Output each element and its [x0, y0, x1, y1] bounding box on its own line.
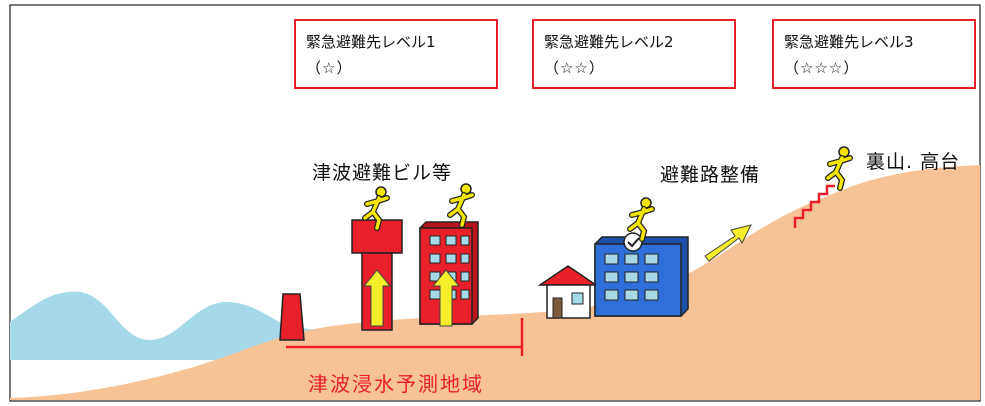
evacuation-route-label: 避難路整備	[660, 164, 761, 186]
checkmark-icon	[623, 232, 643, 252]
stairs-icon	[793, 184, 835, 228]
evacuation-office-building	[594, 198, 689, 317]
tsunami-building-label: 津波避難ビル等	[312, 162, 453, 184]
running-person-icon	[450, 184, 472, 225]
level-stars: （☆）	[306, 59, 353, 77]
evacuation-level-2-box: 緊急避難先レベル2 （☆☆）	[532, 19, 736, 89]
level-title: 緊急避難先レベル3	[784, 33, 914, 51]
level-title: 緊急避難先レベル2	[544, 33, 674, 51]
running-person-icon	[828, 147, 850, 188]
hill-label: 裏山. 高台	[866, 151, 961, 173]
level-stars: （☆☆☆）	[784, 59, 860, 77]
level-title: 緊急避難先レベル1	[306, 33, 436, 51]
seawall	[279, 293, 305, 341]
inundation-area-label: 津波浸水予測地域	[308, 372, 484, 396]
evacuation-level-3-box: 緊急避難先レベル3 （☆☆☆）	[772, 19, 976, 89]
house-icon	[537, 265, 599, 319]
evacuation-apartment	[419, 184, 479, 327]
evacuation-tower	[351, 187, 403, 331]
level-stars: （☆☆）	[544, 59, 605, 77]
up-arrow-icon	[431, 269, 461, 327]
evacuation-level-1-box: 緊急避難先レベル1 （☆）	[294, 19, 498, 89]
land-terrain	[10, 165, 980, 400]
route-arrow-icon	[704, 224, 752, 262]
up-arrow-icon	[362, 269, 392, 327]
